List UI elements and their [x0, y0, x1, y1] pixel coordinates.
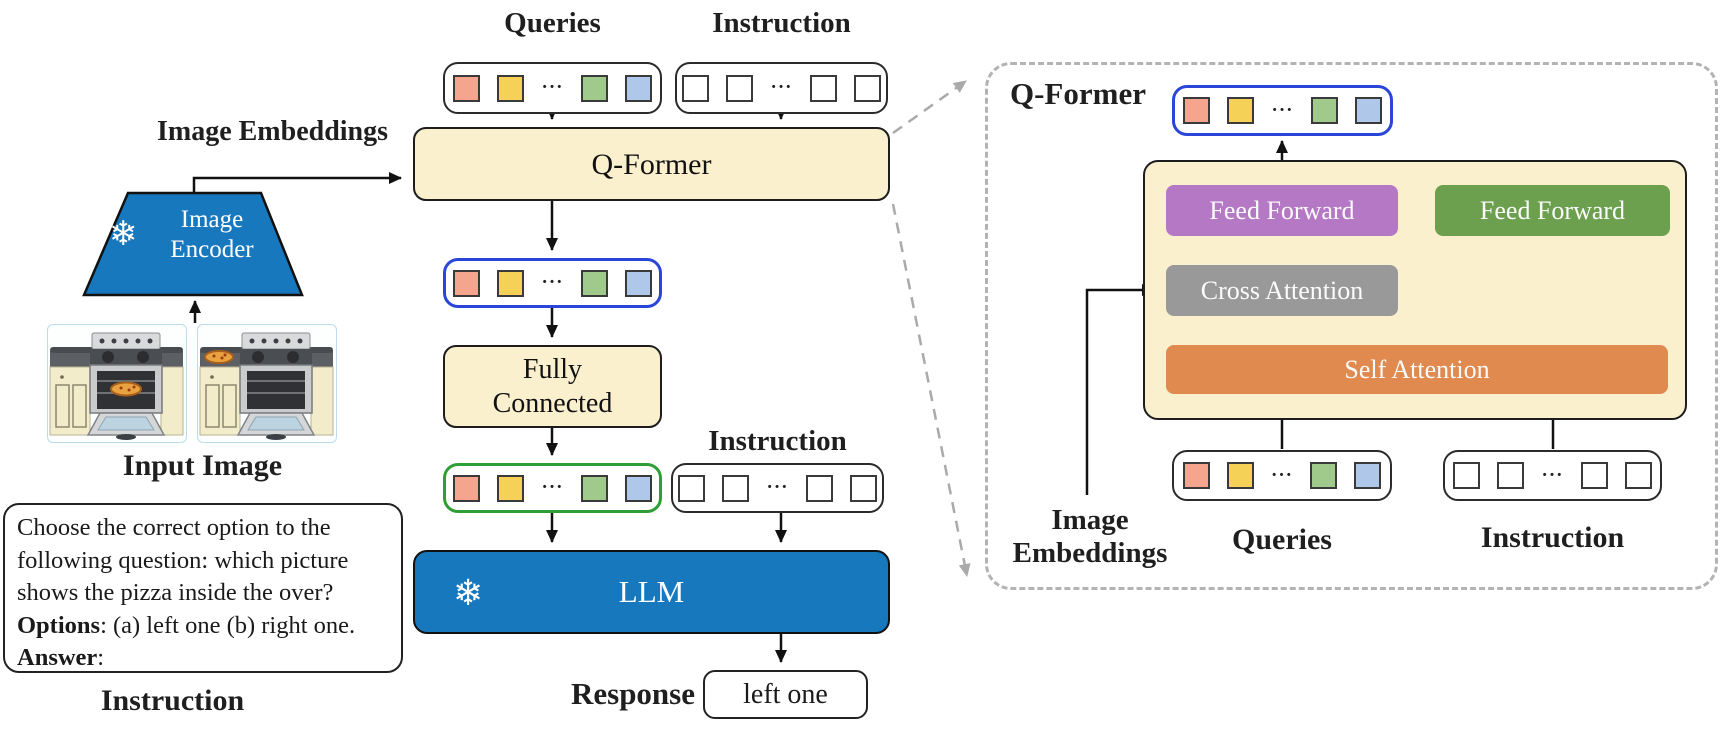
token-square [853, 74, 881, 102]
instruction-label-mid: Instruction [708, 425, 847, 457]
token-square [1354, 462, 1381, 489]
image-encoder-block: ❄ Image Encoder [82, 191, 304, 297]
instruction-line2: following question: which picture [17, 546, 349, 574]
token-square [580, 474, 608, 502]
input-image-left [47, 324, 187, 443]
instruction-token-row-mid: ··· [671, 463, 884, 513]
instruction-label-top: Instruction [712, 7, 851, 39]
instruction-token-row-panel: ··· [1443, 450, 1662, 501]
token-square [624, 269, 652, 297]
token-square [497, 269, 525, 297]
ellipsis-dots: ··· [766, 477, 789, 498]
token-square [1354, 97, 1382, 124]
token-square [1182, 462, 1210, 489]
llm-box: ❄ LLM [413, 550, 890, 634]
response-label: Response [570, 676, 695, 711]
snowflake-icon: ❄ [453, 573, 484, 613]
instruction-label-panel: Instruction [1480, 521, 1625, 554]
token-square [1497, 462, 1525, 489]
instruction-line3: shows the pizza inside the over? [17, 579, 334, 606]
token-square [453, 269, 481, 297]
image-embeddings-label: Image Embeddings [156, 116, 389, 147]
token-square [453, 474, 481, 502]
response-box: left one [703, 670, 868, 719]
token-square [726, 74, 754, 102]
token-square [624, 474, 652, 502]
token-square [497, 474, 525, 502]
qformer-panel-title: Q-Former [1010, 76, 1146, 111]
ellipsis-dots: ··· [541, 477, 564, 498]
token-square [624, 74, 652, 102]
token-square [1310, 97, 1338, 124]
token-square [1183, 97, 1211, 124]
snowflake-icon: ❄ [109, 216, 138, 253]
ellipsis-dots: ··· [541, 272, 564, 293]
query-row-panel-top: ··· [1172, 85, 1393, 136]
instruction-token-row-top: ··· [675, 62, 888, 114]
ellipsis-dots: ··· [1541, 464, 1564, 486]
ellipsis-dots: ··· [1270, 464, 1293, 486]
query-output-row-blue: ··· [443, 258, 662, 308]
queries-label-panel: Queries [1232, 523, 1332, 556]
instruction-prompt-box: Choose the correct option to the followi… [3, 503, 403, 673]
token-square [678, 474, 706, 502]
instruction-answer-line: Answer: [17, 644, 105, 671]
token-square [580, 74, 608, 102]
token-square [682, 74, 710, 102]
self-attention-module: Self Attention [1166, 345, 1668, 394]
token-square [1226, 462, 1254, 489]
instruction-options-line: Options: (a) left one (b) right one. [17, 611, 356, 639]
token-square [453, 74, 481, 102]
ellipsis-dots: ··· [541, 77, 564, 98]
query-output-row-green: ··· [443, 463, 662, 513]
token-square [809, 74, 837, 102]
ellipsis-dots: ··· [770, 77, 793, 98]
ellipsis-dots: ··· [1271, 99, 1294, 121]
fully-connected-box: Fully Connected [443, 345, 662, 428]
image-embeddings-label-panel: Image Embeddings [1012, 504, 1168, 569]
instruction-line1: Choose the correct option to the [17, 514, 331, 541]
queries-token-row-panel: ··· [1172, 450, 1392, 501]
token-square [1310, 462, 1337, 489]
qformer-box: Q-Former [413, 127, 890, 201]
token-square [580, 269, 608, 297]
queries-label-top: Queries [504, 7, 601, 39]
qformer-detail-panel [985, 62, 1718, 590]
token-square [805, 474, 833, 502]
instruction-label-left: Instruction [100, 684, 245, 717]
token-square [1227, 97, 1255, 124]
feed-forward-right-module: Feed Forward [1435, 185, 1670, 236]
image-encoder-label-line2: Encoder [170, 236, 254, 263]
token-square [1624, 462, 1652, 489]
token-square [497, 74, 525, 102]
image-encoder-label-line1: Image [180, 206, 244, 233]
cross-attention-module: Cross Attention [1166, 265, 1398, 316]
image-encoder-trapezoid [82, 191, 304, 297]
input-image-right [197, 324, 337, 443]
token-square [1580, 462, 1608, 489]
token-square [722, 474, 750, 502]
input-image-label: Input Image [122, 449, 283, 482]
token-square [849, 474, 877, 502]
queries-token-row-top: ··· [443, 62, 662, 114]
feed-forward-left-module: Feed Forward [1166, 185, 1398, 236]
token-square [1453, 462, 1481, 489]
